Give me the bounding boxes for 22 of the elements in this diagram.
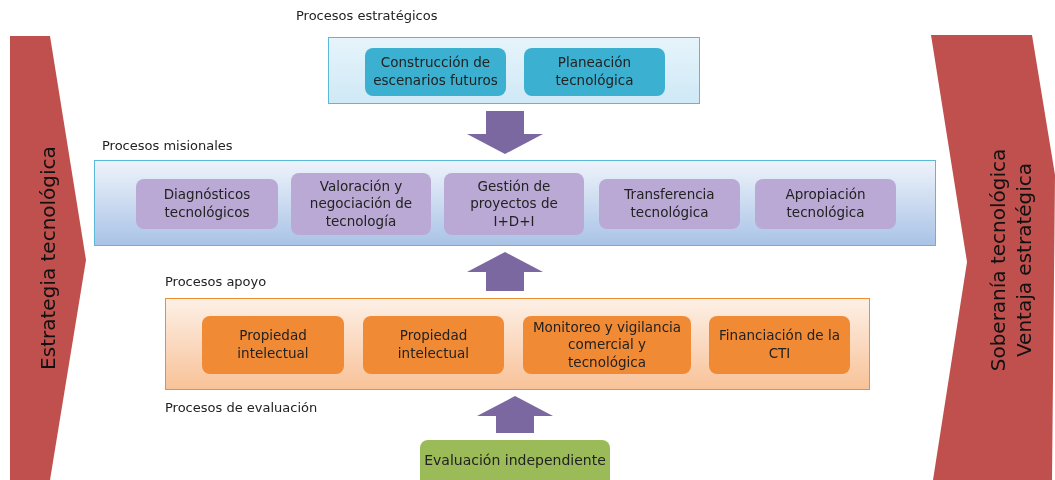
vertical-label: Soberanía tecnológica (986, 148, 1010, 372)
block-arrow (467, 252, 543, 291)
process-box: Propiedad intelectual (202, 316, 344, 374)
process-box: Gestión de proyectos de I+D+I (444, 173, 584, 235)
process-box: Diagnósticos tecnológicos (136, 179, 278, 229)
vertical-label: Estrategia tecnológica (36, 146, 60, 370)
process-box: Financiación de la CTI (709, 316, 850, 374)
process-box: Planeación tecnológica (524, 48, 665, 96)
process-box: Evaluación independiente (420, 440, 610, 480)
section-heading: Procesos de evaluación (165, 400, 318, 415)
panel-heading: Procesos apoyo (165, 274, 267, 289)
vertical-label: Ventaja estratégica (1012, 162, 1036, 358)
process-box: Construcción de escenarios futuros (365, 48, 506, 96)
block-arrow (467, 111, 543, 154)
process-box: Transferencia tecnológica (599, 179, 740, 229)
block-arrow (477, 396, 553, 433)
process-box: Apropiación tecnológica (755, 179, 896, 229)
process-box: Propiedad intelectual (363, 316, 504, 374)
panel-heading: Procesos estratégicos (296, 8, 438, 23)
process-box: Monitoreo y vigilancia comercial y tecnológica (523, 316, 691, 374)
process-box: Valoración y negociación de tecnología (291, 173, 431, 235)
panel-heading: Procesos misionales (102, 138, 233, 153)
